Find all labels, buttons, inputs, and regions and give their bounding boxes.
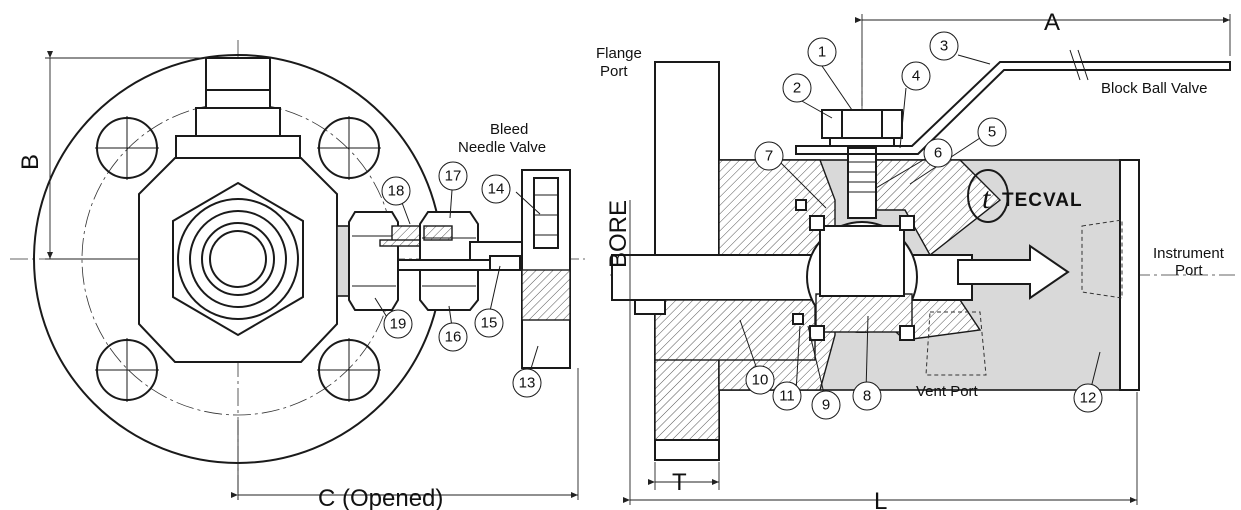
brand-mark: t [982,182,991,215]
callout-15: 15 [481,315,498,332]
callout-13: 13 [519,375,536,392]
stem-nut [821,109,903,139]
callout-6: 6 [934,145,942,162]
section-view [610,14,1235,505]
bore-label: BORE [605,200,632,268]
bleed-label-line2: Needle Valve [458,139,546,156]
dimension-l-label: L [874,488,887,510]
brand-name: TECVAL [1002,190,1083,211]
callout-7: 7 [765,148,773,165]
flange-port-label-line2: Port [600,63,628,80]
callout-8: 8 [863,388,871,405]
callout-leaders [374,54,1101,403]
brand-logo-ring [967,169,1009,223]
dimension-t-label: T [672,469,687,496]
text-labels: Flange Port Bleed Needle Valve Block Bal… [17,9,1225,510]
instrument-port-label-line1: Instrument [1153,245,1225,262]
instrument-port-label-line2: Port [1175,262,1203,279]
callout-12: 12 [1080,390,1097,407]
handle-lever [795,61,1231,155]
dimension-b-label: B [17,154,44,170]
callout-9: 9 [822,397,830,414]
callout-bubbles: 1 2 3 4 5 6 7 8 9 10 11 12 13 14 15 16 1… [381,31,1103,420]
needle-valve-side [336,169,571,369]
callout-18: 18 [388,183,405,200]
vent-port-label: Vent Port [916,383,979,400]
callout-19: 19 [390,316,407,333]
block-ball-valve-label: Block Ball Valve [1101,80,1207,97]
hex-nut-front [172,181,304,337]
dimension-c-label: C (Opened) [318,485,443,510]
front-view [10,40,585,500]
dimension-a-label: A [1044,9,1060,36]
flange-port-label-line1: Flange [596,45,642,62]
callout-14: 14 [488,181,505,198]
callout-4: 4 [912,68,920,85]
callout-1: 1 [818,44,826,61]
callout-17: 17 [445,168,462,185]
flow-arrow [957,244,1070,300]
callout-3: 3 [940,38,948,55]
callout-5: 5 [988,124,996,141]
callout-16: 16 [445,329,462,346]
callout-10: 10 [752,372,769,389]
callout-11: 11 [779,388,795,405]
callout-2: 2 [793,80,801,97]
bolt-holes [95,116,381,402]
bleed-label-line1: Bleed [490,121,528,138]
valve-body-front [138,157,338,363]
